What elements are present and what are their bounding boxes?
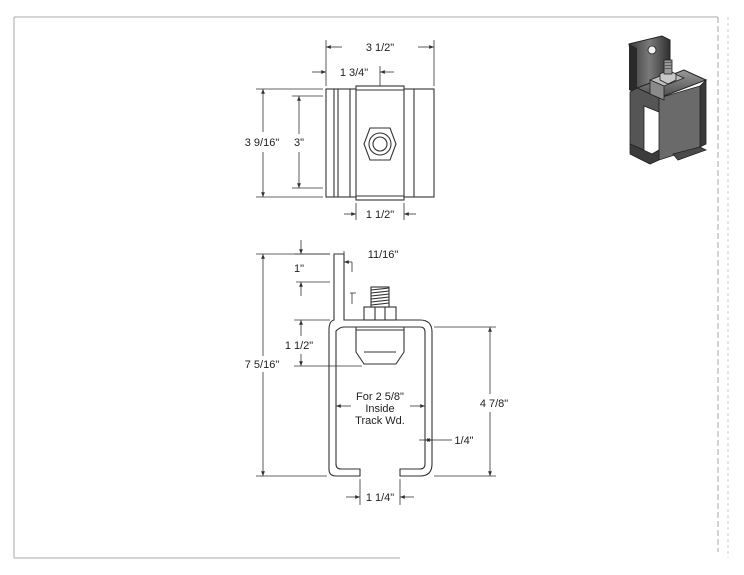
drawing-border	[13, 16, 729, 559]
dim-offset-to-center: 1 3/4"	[340, 67, 368, 79]
dim-overall-width: 3 1/2"	[366, 42, 394, 54]
dim-side-overall-height: 7 5/16"	[245, 359, 280, 371]
top-view: 3 1/2" 1 3/4" 3 9/16" 3" 1 1/2"	[245, 40, 435, 221]
side-view-bracket	[328, 253, 433, 477]
bracket-iso-icon	[628, 35, 708, 165]
note-line-2: Inside	[365, 403, 394, 415]
note-line-1: For 2 5/8"	[356, 391, 404, 403]
dim-tab-width: 11/16"	[368, 249, 399, 261]
dim-wall-thickness: 1/4"	[454, 435, 473, 447]
dim-track-height: 4 7/8"	[480, 398, 508, 410]
dim-tab-height: 1"	[294, 263, 304, 275]
side-view: 11/16" 1" 1 1/2" 7 5/16" 4 7/8" 1/4"	[245, 240, 508, 505]
dim-overall-height: 3 9/16"	[245, 137, 280, 149]
dim-block-height: 1 1/2"	[285, 340, 313, 352]
dim-inner-height: 3"	[294, 137, 304, 149]
dim-block-width: 1 1/2"	[366, 209, 394, 221]
side-view-block	[355, 326, 405, 365]
dim-gap-width: 1 1/4"	[366, 492, 394, 504]
note-line-3: Track Wd.	[355, 415, 405, 427]
side-view-nut	[363, 306, 397, 321]
